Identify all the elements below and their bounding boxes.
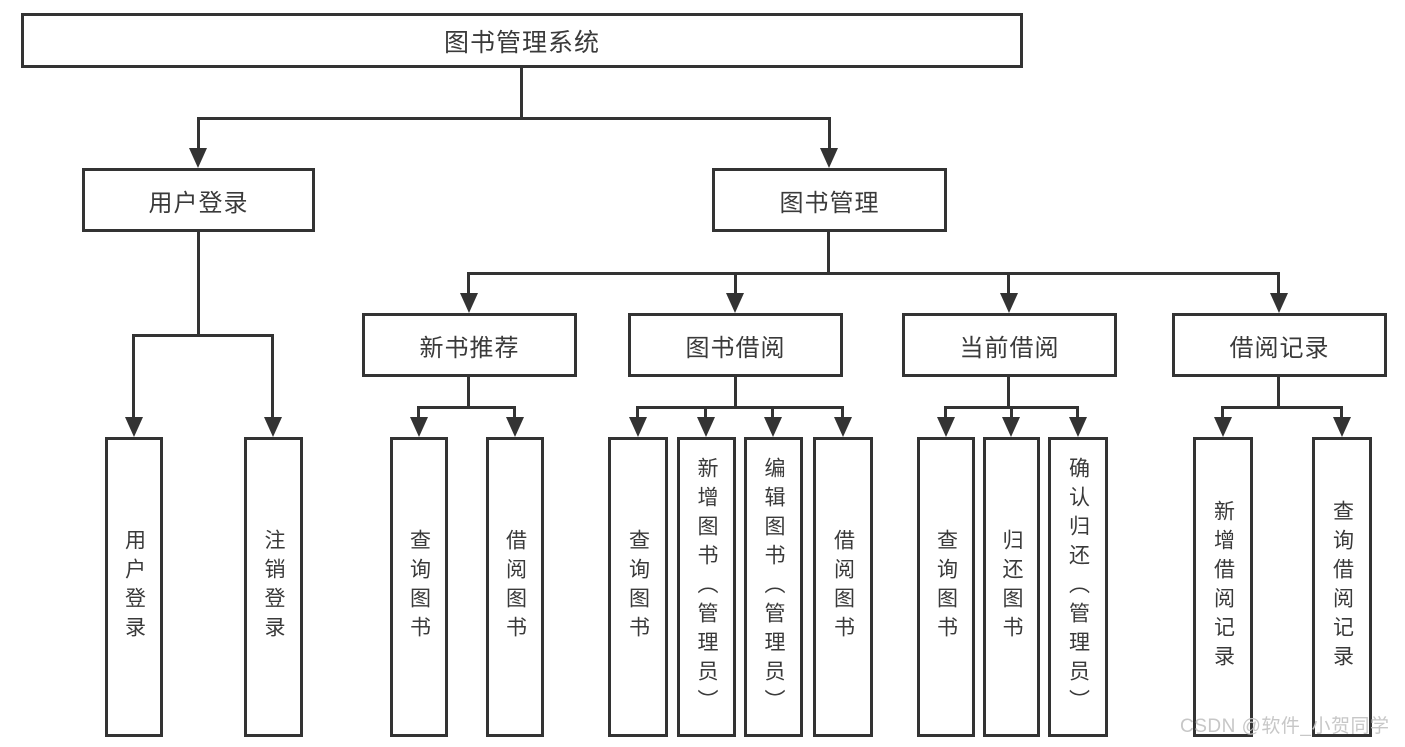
- arrowhead-icon: [1002, 417, 1020, 437]
- arrowhead-icon: [506, 417, 524, 437]
- arrowhead-icon: [1270, 293, 1288, 313]
- leaf-query-books-borrowing-label: 查询图书: [626, 529, 650, 645]
- node-user-login-label: 用户登录: [148, 189, 249, 217]
- connector-leaf-drop: [636, 406, 639, 418]
- leaf-query-borrow-record: 查询借阅记录: [1312, 437, 1372, 737]
- connector-to-leaf-user-login: [132, 334, 135, 419]
- leaf-borrow-books-recommend-label: 借阅图书: [503, 529, 527, 645]
- node-current-borrowing-label: 当前借阅: [959, 334, 1060, 362]
- connector-leaf-drop: [944, 406, 947, 418]
- connector-leaf-drop: [704, 406, 707, 418]
- connector-to-borrow-records: [1277, 272, 1280, 295]
- arrowhead-icon: [937, 417, 955, 437]
- node-book-borrowing: 图书借阅: [628, 313, 843, 377]
- connector-user-login-split: [132, 334, 274, 337]
- connector-borrow-records-split: [1221, 406, 1343, 409]
- leaf-query-books-recommend: 查询图书: [390, 437, 448, 737]
- arrowhead-icon: [726, 293, 744, 313]
- arrowhead-icon: [460, 293, 478, 313]
- node-borrowing-records-label: 借阅记录: [1229, 334, 1330, 362]
- watermark: CSDN @软件_小贺同学: [1180, 716, 1390, 737]
- arrowhead-icon: [1000, 293, 1018, 313]
- arrowhead-icon: [1333, 417, 1351, 437]
- arrowhead-icon: [820, 148, 838, 168]
- leaf-query-borrow-record-label: 查询借阅记录: [1330, 500, 1354, 674]
- connector-leaf-drop: [1221, 406, 1224, 418]
- leaf-return-books: 归还图书: [983, 437, 1040, 737]
- arrowhead-icon: [410, 417, 428, 437]
- node-new-book-recommend: 新书推荐: [362, 313, 577, 377]
- node-library-management-system-label: 图书管理系统: [443, 28, 600, 57]
- leaf-confirm-return-admin: 确认归还（管理员）: [1048, 437, 1108, 737]
- arrowhead-icon: [125, 417, 143, 437]
- connector-leaf-drop: [1010, 406, 1013, 418]
- node-book-borrowing-label: 图书借阅: [685, 334, 786, 362]
- node-user-login: 用户登录: [82, 168, 315, 232]
- arrowhead-icon: [1214, 417, 1232, 437]
- connector-leaf-drop: [513, 406, 516, 418]
- leaf-add-borrow-record: 新增借阅记录: [1193, 437, 1253, 737]
- leaf-add-books-admin: 新增图书（管理员）: [677, 437, 736, 737]
- leaf-user-login-label: 用户登录: [122, 529, 146, 645]
- connector-to-book-borrow: [734, 272, 737, 295]
- leaf-borrow-books-borrowing: 借阅图书: [813, 437, 873, 737]
- connector-user-login-trunk: [197, 232, 200, 336]
- connector-new-book-trunk: [467, 377, 470, 406]
- connector-new-book-split: [417, 406, 516, 409]
- arrowhead-icon: [697, 417, 715, 437]
- leaf-query-books-current-label: 查询图书: [934, 529, 958, 645]
- connector-to-current-borrow: [1007, 272, 1010, 295]
- node-book-management-label: 图书管理: [779, 189, 880, 217]
- leaf-add-books-admin-label: 新增图书（管理员）: [695, 456, 718, 718]
- leaf-query-books-borrowing: 查询图书: [608, 437, 668, 737]
- connector-leaf-drop: [771, 406, 774, 418]
- connector-borrow-records-trunk: [1277, 377, 1280, 406]
- leaf-add-borrow-record-label: 新增借阅记录: [1211, 500, 1235, 674]
- leaf-borrow-books-borrowing-label: 借阅图书: [831, 529, 855, 645]
- arrowhead-icon: [189, 148, 207, 168]
- arrowhead-icon: [264, 417, 282, 437]
- connector-current-borrow-trunk: [1007, 377, 1010, 406]
- connector-book-management-trunk: [827, 232, 830, 274]
- connector-to-book-management: [828, 117, 831, 151]
- arrowhead-icon: [764, 417, 782, 437]
- leaf-user-login: 用户登录: [105, 437, 163, 737]
- leaf-return-books-label: 归还图书: [1000, 529, 1023, 645]
- connector-book-borrow-trunk: [734, 377, 737, 406]
- connector-root-trunk: [520, 68, 523, 118]
- node-current-borrowing: 当前借阅: [902, 313, 1117, 377]
- connector-leaf-drop: [1340, 406, 1343, 418]
- connector-leaf-drop: [841, 406, 844, 418]
- arrowhead-icon: [1069, 417, 1087, 437]
- leaf-edit-books-admin: 编辑图书（管理员）: [744, 437, 803, 737]
- leaf-query-books-current: 查询图书: [917, 437, 975, 737]
- node-book-management: 图书管理: [712, 168, 947, 232]
- node-library-management-system: 图书管理系统: [21, 13, 1023, 68]
- node-borrowing-records: 借阅记录: [1172, 313, 1387, 377]
- connector-book-management-split: [468, 272, 1280, 275]
- arrowhead-icon: [629, 417, 647, 437]
- leaf-logout-label: 注销登录: [262, 529, 285, 645]
- connector-to-user-login: [197, 117, 200, 151]
- connector-root-split: [197, 117, 830, 120]
- connector-leaf-drop: [417, 406, 420, 418]
- arrowhead-icon: [834, 417, 852, 437]
- node-new-book-recommend-label: 新书推荐: [419, 334, 520, 362]
- connector-leaf-drop: [1076, 406, 1079, 418]
- connector-to-new-book: [467, 272, 470, 295]
- leaf-logout: 注销登录: [244, 437, 303, 737]
- leaf-confirm-return-admin-label: 确认归还（管理员）: [1066, 456, 1090, 718]
- leaf-borrow-books-recommend: 借阅图书: [486, 437, 544, 737]
- leaf-query-books-recommend-label: 查询图书: [407, 529, 431, 645]
- leaf-edit-books-admin-label: 编辑图书（管理员）: [762, 456, 785, 718]
- connector-to-leaf-logout: [271, 334, 274, 419]
- connector-book-borrow-split: [636, 406, 844, 409]
